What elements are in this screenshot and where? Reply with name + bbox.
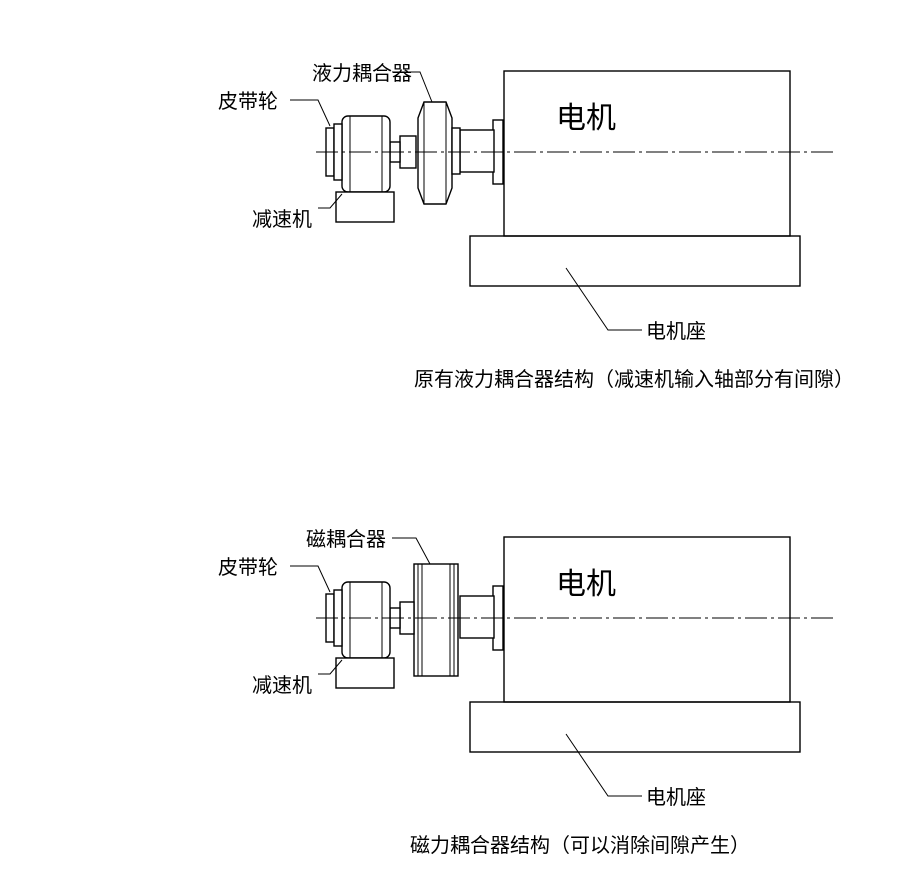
top-coupler-label: 液力耦合器 [312, 61, 412, 85]
top-coupler-hub [451, 127, 461, 175]
top-diagram: 液力耦合器 皮带轮 减速机 电机 电机座 原有液力耦合器结构（减速机输入轴部分有… [218, 61, 854, 391]
bottom-motor-base-label: 电机座 [646, 785, 706, 809]
bottom-motor-label: 电机 [556, 567, 616, 602]
bottom-coupler-label: 磁耦合器 [306, 527, 386, 551]
top-fluid-coupler [417, 101, 453, 205]
bottom-reducer [341, 581, 391, 659]
top-motor-base-label: 电机座 [646, 319, 706, 343]
top-reducer [341, 115, 391, 193]
bottom-caption: 磁力耦合器结构（可以消除间隙产生） [410, 833, 750, 857]
bottom-motor-shaft [459, 595, 495, 639]
top-motor-body [503, 70, 791, 237]
bottom-reducer-label: 减速机 [252, 673, 312, 697]
top-motor-shaft [459, 129, 495, 173]
top-reducer-base [335, 191, 395, 223]
top-motor-label: 电机 [556, 101, 616, 136]
bottom-pulley-label: 皮带轮 [218, 555, 278, 579]
top-pulley-label: 皮带轮 [218, 89, 278, 113]
bottom-magnetic-coupler [413, 563, 459, 677]
top-motor-base [469, 235, 801, 287]
bottom-reducer-base [335, 657, 395, 689]
bottom-motor-base [469, 701, 801, 753]
bottom-diagram: 磁耦合器 皮带轮 减速机 电机 电机座 磁力耦合器结构（可以消除间隙产生） [218, 527, 834, 857]
bottom-motor-body [503, 536, 791, 703]
top-reducer-label: 减速机 [252, 207, 312, 231]
top-caption: 原有液力耦合器结构（减速机输入轴部分有间隙） [414, 367, 854, 391]
